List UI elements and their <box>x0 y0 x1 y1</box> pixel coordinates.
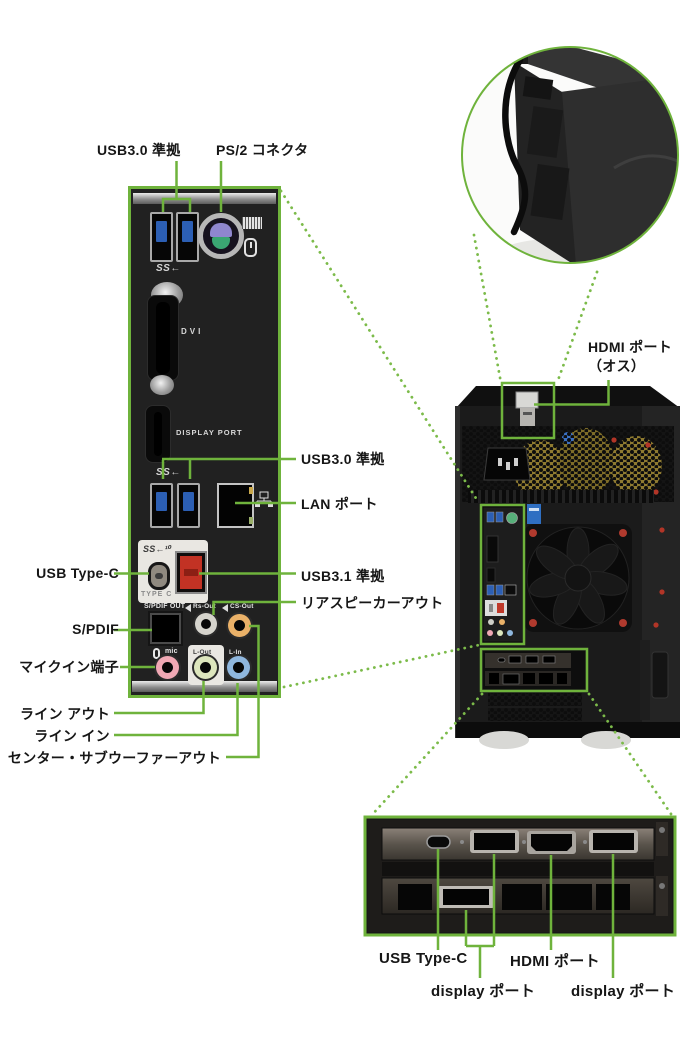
spdif-marking: S/PDIF OUT <box>144 603 186 610</box>
shield-top-edge <box>133 193 276 204</box>
displayport-marking: DISPLAY PORT <box>176 428 243 437</box>
usb-type-c-port <box>148 562 170 590</box>
label-mic-in: マイクイン端子 <box>19 659 119 675</box>
mic-jack <box>156 656 179 679</box>
displayport-cover <box>145 405 171 463</box>
screw <box>150 375 174 395</box>
usb30-port-4 <box>177 483 200 528</box>
case-rear-photo <box>455 386 680 749</box>
usb3-ss-logo: SS← <box>156 263 181 274</box>
usb3-ss-logo: SS← <box>156 467 181 478</box>
label-gpu-hdmi: HDMI ポート <box>510 953 600 970</box>
label-gpu-display-right: display ポート <box>571 983 676 1000</box>
type-c-marking: TYPE C <box>141 591 173 598</box>
label-hdmi-male-line1: HDMI ポート <box>588 339 673 355</box>
usb30-port-3 <box>150 483 173 528</box>
power-inlet <box>483 447 531 481</box>
case-fan <box>524 524 632 632</box>
line-in-jack <box>227 656 250 679</box>
label-gpu-usb-type-c: USB Type-C <box>379 950 468 967</box>
line-out-jack <box>194 656 217 679</box>
label-center-subwoofer-out: センター・サブウーファーアウト <box>7 750 221 766</box>
io-panel-photo: SS← DVI DISPLAY PORT SS← SS←¹⁰ TYPE C S/… <box>128 186 281 698</box>
center-sub-jack <box>228 614 251 637</box>
label-hdmi-male-line2: （オス） <box>588 358 646 374</box>
label-usb30-top: USB3.0 準拠 <box>97 142 181 158</box>
gpu-displayport-2 <box>589 830 638 853</box>
gpu-usbc-port <box>426 835 451 849</box>
usb31-ss10-logo: SS←¹⁰ <box>143 544 172 554</box>
label-usb30-mid: USB3.0 準拠 <box>301 451 385 467</box>
mouse-icon <box>244 238 257 257</box>
label-line-in: ライン イン <box>34 728 110 744</box>
label-lan-port: LAN ポート <box>301 496 378 512</box>
mic-marking: mic <box>165 648 178 655</box>
speaker-icon <box>185 604 191 612</box>
highlight-rectangles <box>479 381 589 693</box>
l-in-marking: L-In <box>229 649 242 656</box>
dvi-port-cover <box>147 295 179 381</box>
case-corner-circle-photo <box>461 46 679 264</box>
spdif-optical-port <box>150 613 181 644</box>
cs-out-marking: CS-Out <box>230 603 254 610</box>
rs-out-marking: Rs-Out <box>193 603 216 610</box>
gpu-bottom-port <box>438 886 494 908</box>
gpu-displayport-1 <box>470 830 519 853</box>
mini-gpu-area <box>483 651 585 689</box>
label-gpu-display-left: display ポート <box>431 983 536 1000</box>
label-ps2-connector: PS/2 コネクタ <box>216 142 309 158</box>
usb30-port-1 <box>150 212 173 262</box>
usb31-port <box>175 551 207 594</box>
label-hdmi-male: HDMI ポート （オス） <box>588 338 672 376</box>
rear-speaker-jack <box>195 613 217 635</box>
hdmi-cable <box>502 56 529 236</box>
speaker-icon <box>222 604 228 612</box>
lan-port <box>217 483 254 528</box>
label-usb-type-c: USB Type-C <box>36 565 119 581</box>
l-out-marking: L-Out <box>193 649 212 656</box>
ps2-port <box>198 213 244 259</box>
hdmi-male-connector <box>515 391 539 432</box>
case-foot <box>479 731 529 749</box>
lan-icon <box>255 491 273 507</box>
gpu-closeup-photo <box>363 815 677 937</box>
case-foot <box>581 731 631 749</box>
label-rear-speaker-out: リアスピーカーアウト <box>301 595 444 611</box>
psu-vent-area <box>462 426 674 502</box>
mini-io-area <box>482 506 524 643</box>
dvi-marking: DVI <box>181 327 204 336</box>
gpu-hdmi-port <box>527 831 576 854</box>
barcode-sticker <box>242 217 262 229</box>
mic-icon <box>153 648 160 659</box>
label-spdif: S/PDIF <box>72 621 119 637</box>
label-usb31: USB3.1 準拠 <box>301 568 385 584</box>
label-line-out: ライン アウト <box>20 706 110 722</box>
usb30-port-2 <box>176 212 199 262</box>
